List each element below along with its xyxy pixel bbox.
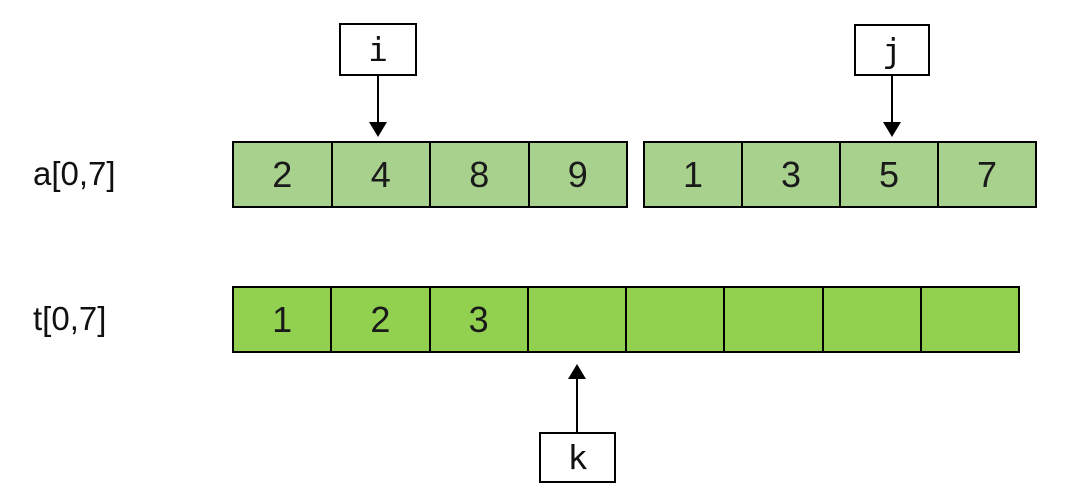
pointer-j-arrow-line (891, 76, 893, 123)
array-cell (528, 288, 627, 351)
pointer-box-k: k (539, 432, 616, 483)
pointer-k-arrow-line (576, 378, 578, 432)
array-cell: 3 (430, 288, 529, 351)
arrow-up-icon (568, 364, 586, 379)
temp-array: 1 2 3 (232, 286, 1020, 353)
pointer-k-label: k (567, 438, 588, 477)
array-cell (921, 288, 1018, 351)
array-cell (627, 288, 726, 351)
array-cell: 1 (645, 143, 743, 206)
array-cell: 2 (332, 288, 431, 351)
array-cell: 4 (332, 143, 431, 206)
source-array-left-run: 2 4 8 9 (232, 141, 628, 208)
temp-array-label: t[0,7] (33, 300, 107, 337)
arrow-down-icon (883, 122, 901, 137)
array-cell (823, 288, 922, 351)
pointer-i-arrow-line (377, 76, 379, 123)
array-cell: 3 (743, 143, 841, 206)
array-cell: 7 (939, 143, 1035, 206)
arrow-down-icon (369, 122, 387, 137)
array-cell: 1 (234, 288, 333, 351)
pointer-box-j: j (854, 24, 930, 76)
pointer-box-i: i (339, 23, 417, 76)
pointer-i-label: i (368, 30, 388, 69)
array-cell: 9 (529, 143, 626, 206)
array-cell: 8 (431, 143, 530, 206)
array-cell: 5 (841, 143, 939, 206)
pointer-j-label: j (882, 30, 902, 70)
source-array-label: a[0,7] (33, 155, 116, 192)
source-array-right-run: 1 3 5 7 (643, 141, 1037, 208)
array-cell (725, 288, 824, 351)
array-cell: 2 (234, 143, 333, 206)
